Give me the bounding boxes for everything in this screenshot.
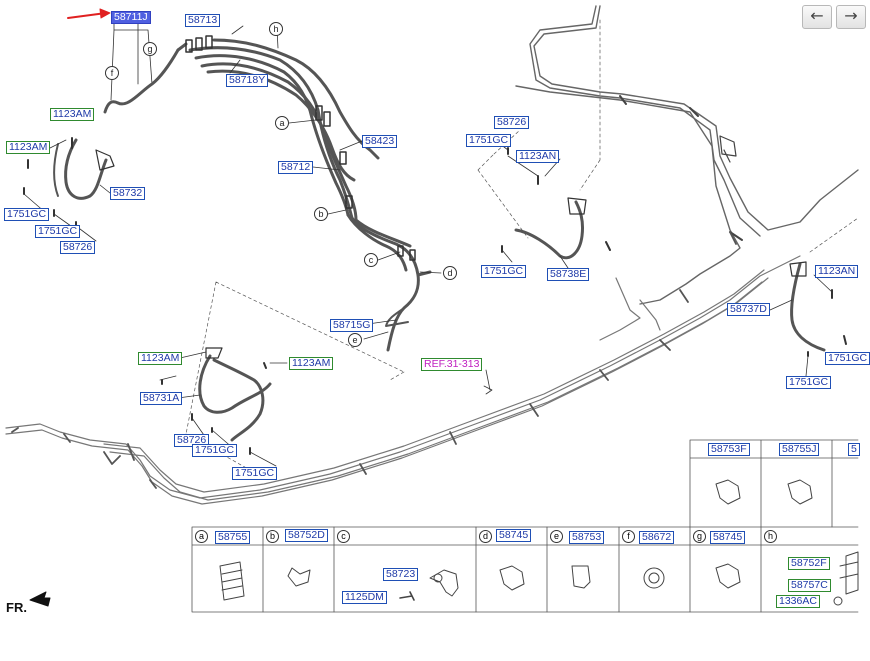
- table-part-58745-g[interactable]: 58745: [710, 531, 746, 544]
- callout-58712[interactable]: 58712: [278, 161, 314, 174]
- table-cell-letter-d: d: [479, 530, 492, 543]
- table-cell-letter-h: h: [764, 530, 777, 543]
- reference-link[interactable]: REF.31-313: [421, 358, 483, 371]
- callout-1751GC-right1[interactable]: 1751GC: [825, 352, 870, 365]
- table-part-1125DM[interactable]: 1125DM: [342, 591, 387, 604]
- table-part-1336AC[interactable]: 1336AC: [776, 595, 820, 608]
- table-part-58723[interactable]: 58723: [383, 568, 419, 581]
- callout-1123AN-top[interactable]: 1123AN: [516, 150, 560, 163]
- callout-58713[interactable]: 58713: [185, 14, 221, 27]
- table-cell-letter-c: c: [337, 530, 350, 543]
- table-part-58757C[interactable]: 58757C: [788, 579, 831, 592]
- table-cell-letter-g: g: [693, 530, 706, 543]
- callout-1751GC-a[interactable]: 1751GC: [4, 208, 50, 221]
- callout-58737D[interactable]: 58737D: [727, 303, 770, 316]
- front-direction-label: FR.: [6, 600, 27, 615]
- table-part-partial[interactable]: 5: [848, 443, 860, 456]
- callout-1751GC-b[interactable]: 1751GC: [35, 225, 81, 238]
- callout-1751GC-d[interactable]: 1751GC: [232, 467, 278, 480]
- marker-e: e: [348, 333, 362, 347]
- arrow-left-icon: ←: [810, 6, 824, 25]
- marker-h: h: [269, 22, 283, 36]
- marker-a: a: [275, 116, 289, 130]
- marker-f: f: [105, 66, 119, 80]
- callout-58711J[interactable]: 58711J: [111, 11, 151, 24]
- callout-58726-a[interactable]: 58726: [60, 241, 96, 254]
- callout-1751GC-c[interactable]: 1751GC: [192, 444, 238, 457]
- table-part-58755J[interactable]: 58755J: [779, 443, 820, 456]
- callout-58726-b[interactable]: 58726: [174, 434, 210, 447]
- table-part-58752F[interactable]: 58752F: [788, 557, 830, 570]
- callout-58731A[interactable]: 58731A: [140, 392, 183, 405]
- back-button[interactable]: ←: [802, 5, 832, 29]
- table-cell-letter-b: b: [266, 530, 279, 543]
- table-part-58745-d[interactable]: 58745: [496, 529, 532, 542]
- arrow-right-icon: →: [844, 6, 858, 25]
- marker-d: d: [443, 266, 457, 280]
- callout-1123AM-a[interactable]: 1123AM: [50, 108, 95, 121]
- callout-1123AM-b[interactable]: 1123AM: [6, 141, 51, 154]
- callout-1123AM-d[interactable]: 1123AM: [289, 357, 334, 370]
- table-part-58753F[interactable]: 58753F: [708, 443, 750, 456]
- table-cell-letter-f: f: [622, 530, 635, 543]
- table-part-58752D[interactable]: 58752D: [285, 529, 328, 542]
- callout-1123AM-c[interactable]: 1123AM: [138, 352, 183, 365]
- marker-g: g: [143, 42, 157, 56]
- callout-58738E[interactable]: 58738E: [547, 268, 590, 281]
- table-part-58672[interactable]: 58672: [639, 531, 675, 544]
- callout-1123AN-right[interactable]: 1123AN: [815, 265, 859, 278]
- callout-1751GC-top[interactable]: 1751GC: [466, 134, 512, 147]
- table-part-58755[interactable]: 58755: [215, 531, 251, 544]
- marker-c: c: [364, 253, 378, 267]
- callout-58718Y[interactable]: 58718Y: [226, 74, 269, 87]
- marker-b: b: [314, 207, 328, 221]
- callout-58732[interactable]: 58732: [110, 187, 146, 200]
- red-pointer-arrow: [67, 12, 107, 19]
- table-cell-letter-e: e: [550, 530, 563, 543]
- table-cell-letter-a: a: [195, 530, 208, 543]
- callout-58715G[interactable]: 58715G: [330, 319, 374, 332]
- table-part-58753[interactable]: 58753: [569, 531, 605, 544]
- forward-button[interactable]: →: [836, 5, 866, 29]
- callout-58726-top[interactable]: 58726: [494, 116, 530, 129]
- callout-1751GC-right2[interactable]: 1751GC: [786, 376, 832, 389]
- callout-58423[interactable]: 58423: [362, 135, 398, 148]
- callout-1751GC-mid[interactable]: 1751GC: [481, 265, 527, 278]
